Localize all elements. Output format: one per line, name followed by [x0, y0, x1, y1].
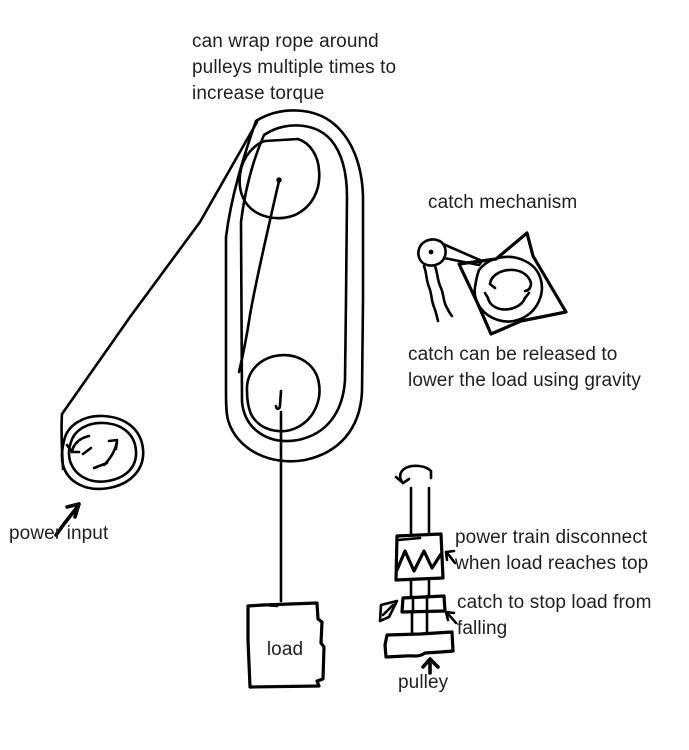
- drive-shaft-middle: [409, 578, 431, 599]
- rotation-arrows-icon: [65, 434, 119, 470]
- disconnect-note-label: power train disconnect when load reaches…: [455, 527, 649, 574]
- top-pulley-wheel: [237, 137, 321, 374]
- disconnect-assembly: [378, 464, 458, 675]
- drive-shaft-lower: [410, 610, 429, 634]
- pulley-pointer-arrow-icon: [421, 657, 440, 675]
- catch-pawl-sketch: [417, 238, 484, 323]
- shaft-rotation-arrow-icon: [394, 464, 433, 485]
- base-pulley-block: [383, 630, 455, 659]
- power-input-pointer-arrow: [54, 502, 81, 537]
- catch-stop-note-label: catch to stop load from falling: [457, 592, 652, 639]
- drive-shaft-upper: [409, 486, 431, 536]
- bottom-pulley-axle-mark: [274, 389, 283, 411]
- load-box: [246, 601, 326, 689]
- pulley-label: pulley: [398, 672, 449, 693]
- spring-zigzag: [395, 549, 443, 573]
- catch-mechanism-label: catch mechanism: [428, 192, 578, 213]
- ratchet-star-wheel: [457, 231, 568, 336]
- rope-loop-outer-wrap: [224, 109, 365, 463]
- wrap-note-label: can wrap rope around pulleys multiple ti…: [192, 31, 397, 104]
- power-input-wheel: [60, 414, 145, 491]
- pawl-pivot-dot: [428, 249, 434, 255]
- load-box-hook-mark: [262, 603, 279, 608]
- load-label: load: [266, 639, 304, 660]
- rope-loop-inner-wrap: [239, 124, 349, 443]
- spring-disconnect-box: [394, 532, 445, 582]
- catch-cross-block: [400, 594, 447, 614]
- spring-pointer-arrow-icon: [444, 549, 457, 565]
- catch-release-note-label: catch can be released to lower the load …: [408, 344, 642, 391]
- power-input-label: power input: [9, 523, 109, 544]
- catch-pointer-arrow-icon: [444, 610, 458, 625]
- bottom-pulley-wheel: [245, 353, 321, 433]
- pulley-crank-line: [237, 179, 281, 374]
- catch-flag-icon: [378, 599, 399, 623]
- ratchet-rotation-arrows-icon: [483, 268, 533, 311]
